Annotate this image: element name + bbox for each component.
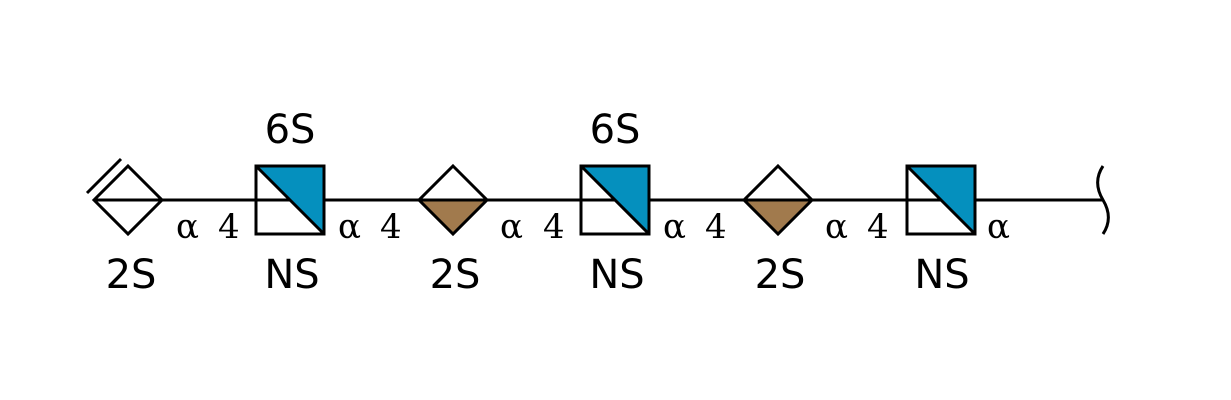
reducing-end-bracket-icon — [1096, 165, 1110, 235]
iduronic-acid-diamond-icon — [741, 163, 815, 237]
linkage-5-anomer: α — [825, 207, 848, 247]
linkage-3-anomer: α — [500, 207, 523, 247]
residue-6-bottom-label: NS — [914, 252, 969, 298]
linkage-2-anomer: α — [338, 207, 361, 247]
square-diagonal — [254, 164, 326, 236]
linkage-3-position: 4 — [543, 207, 565, 247]
residue-2-bottom-label: NS — [264, 252, 319, 298]
linkage-2-position: 4 — [380, 207, 402, 247]
linkage-1-anomer: α — [176, 207, 199, 247]
linkage-4-anomer: α — [663, 207, 686, 247]
glucosamine-square-icon — [254, 164, 326, 236]
residue-4-bottom-label: NS — [589, 252, 644, 298]
glucosamine-square-icon — [579, 164, 651, 236]
residue-6: NS — [905, 164, 977, 298]
linkage-1-position: 4 — [218, 207, 240, 247]
residue-3-bottom-label: 2S — [430, 252, 481, 298]
linkage-5-position: 4 — [867, 207, 889, 247]
iduronic-acid-diamond-fill — [419, 200, 487, 234]
residue-4: 6S NS — [579, 107, 651, 298]
residue-1-bottom-label: 2S — [106, 252, 157, 298]
residue-5: 2S — [741, 163, 815, 298]
glucosamine-square-icon — [905, 164, 977, 236]
residue-2: 6S NS — [254, 107, 326, 298]
linkage-4-position: 4 — [705, 207, 727, 247]
residue-3: 2S — [416, 163, 490, 298]
linkage-6-anomer: α — [987, 207, 1010, 247]
residue-2-top-label: 6S — [265, 107, 316, 153]
square-diagonal — [905, 164, 977, 236]
residue-5-bottom-label: 2S — [755, 252, 806, 298]
unsaturation-mark — [85, 157, 123, 195]
square-diagonal — [579, 164, 651, 236]
residue-4-top-label: 6S — [590, 107, 641, 153]
iduronic-acid-diamond-fill — [744, 200, 812, 234]
iduronic-acid-diamond-icon — [416, 163, 490, 237]
residue-1: 2S — [85, 157, 165, 298]
